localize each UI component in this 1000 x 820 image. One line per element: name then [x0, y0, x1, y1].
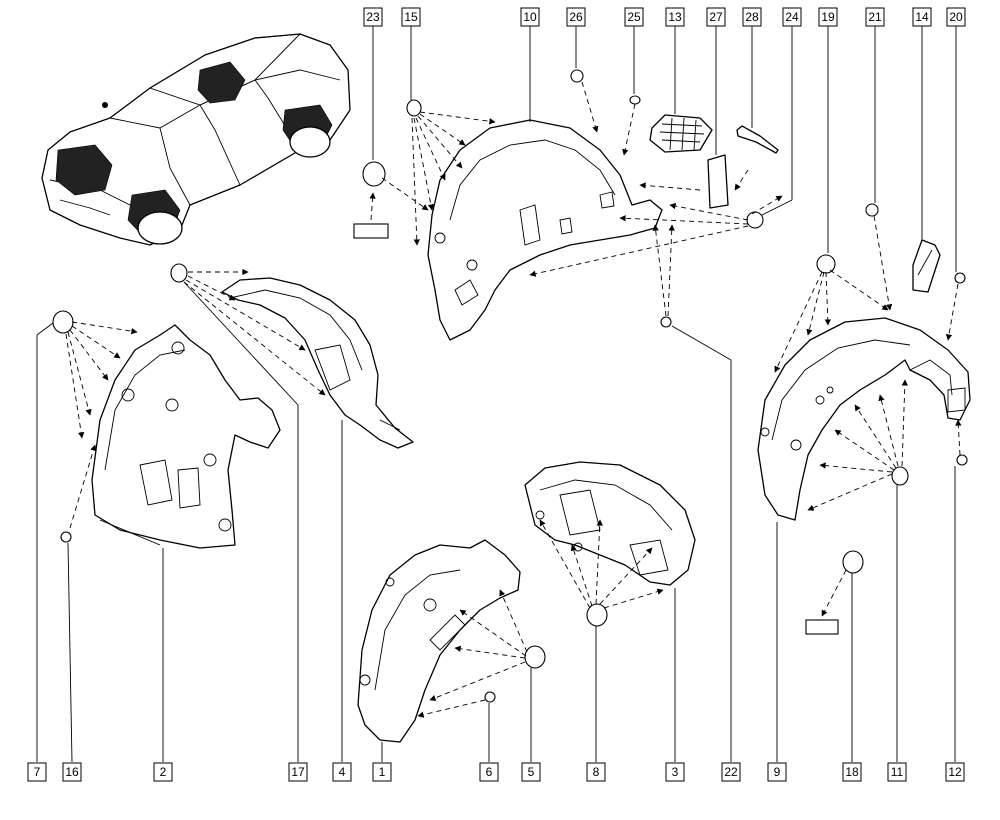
callout-20: 20 [946, 7, 966, 27]
callout-17: 17 [288, 762, 308, 782]
callout-6: 6 [479, 762, 499, 782]
callout-9-text: 9 [774, 765, 781, 779]
callout-7: 7 [27, 762, 47, 782]
callout-14-text: 14 [915, 10, 929, 24]
mounting-arrows [65, 81, 962, 718]
callout-7-text: 7 [34, 765, 41, 779]
fastener-18-clip [842, 550, 864, 574]
part-14-blanking-cover [912, 239, 941, 293]
pad-18 [805, 619, 839, 635]
part-3-wheel-arch-liner-upper-section [524, 461, 696, 586]
callout-13-text: 13 [668, 10, 682, 24]
callout-12-text: 12 [948, 765, 962, 779]
callout-13: 13 [665, 7, 685, 27]
callout-1-text: 1 [379, 765, 386, 779]
callout-8-text: 8 [593, 765, 600, 779]
fastener-25-screw [629, 95, 641, 105]
fastener-24-nut [746, 211, 764, 229]
callout-11: 11 [887, 762, 907, 782]
part-27-insulation-pad [707, 154, 729, 209]
callout-4-text: 4 [339, 765, 346, 779]
part-9-rear-wheel-arch-liner-right [757, 317, 971, 521]
callout-labels: 23 15 10 26 25 13 27 28 24 19 21 14 20 7… [27, 7, 966, 782]
callout-5: 5 [521, 762, 541, 782]
leader-lines [36, 25, 957, 763]
callout-19: 19 [818, 7, 838, 27]
callout-15-text: 15 [404, 10, 418, 24]
callout-25: 25 [624, 7, 644, 27]
callout-23-text: 23 [366, 10, 380, 24]
callout-11-text: 11 [891, 765, 904, 779]
callout-25-text: 25 [627, 10, 641, 24]
part-1-wheel-arch-liner-front-section [357, 539, 521, 743]
callout-27: 27 [706, 7, 726, 27]
fastener-17-clip [170, 263, 188, 283]
callout-8: 8 [586, 762, 606, 782]
callout-21: 21 [865, 7, 885, 27]
callout-27-text: 27 [709, 10, 723, 24]
part-10-rear-wheel-arch-liner [427, 119, 663, 341]
callout-24-text: 24 [785, 10, 799, 24]
callout-6-text: 6 [486, 765, 493, 779]
fastener-12-screw [956, 454, 968, 466]
fastener-20-screw [954, 272, 966, 284]
fastener-5-clip [524, 645, 546, 669]
callout-3-text: 3 [672, 765, 679, 779]
fastener-11-clip [891, 466, 909, 486]
callout-2: 2 [153, 762, 173, 782]
callout-10-text: 10 [523, 10, 537, 24]
callout-26: 26 [566, 7, 586, 27]
fastener-16-screw [60, 531, 72, 543]
fastener-6-screw [484, 691, 496, 703]
part-2-front-wheel-arch-liner-left [91, 324, 281, 549]
callout-14: 14 [912, 7, 932, 27]
callout-10: 10 [520, 7, 540, 27]
callout-19-text: 19 [821, 10, 835, 24]
car-overview-illustration [41, 33, 351, 246]
callout-18: 18 [842, 762, 862, 782]
part-13-ventilation-grille [649, 114, 713, 153]
callout-9: 9 [767, 762, 787, 782]
callout-22: 22 [721, 762, 741, 782]
callout-16: 16 [62, 762, 82, 782]
callout-2-text: 2 [160, 765, 167, 779]
callout-28-text: 28 [745, 10, 759, 24]
callout-22-text: 22 [724, 765, 738, 779]
fasteners [52, 69, 968, 703]
callout-20-text: 20 [949, 10, 963, 24]
callout-23: 23 [363, 7, 383, 27]
fastener-15-clip [406, 99, 422, 117]
callout-15: 15 [401, 7, 421, 27]
callout-24: 24 [782, 7, 802, 27]
fastener-7-clip [52, 310, 74, 334]
fastener-26-screw [570, 69, 584, 83]
callout-21-text: 21 [868, 10, 882, 24]
front-right-wheel-arch-highlight [197, 61, 246, 104]
callout-26-text: 26 [569, 10, 583, 24]
part-4-front-wheel-arch-liner-rear-section [221, 277, 414, 449]
fastener-23-clip [362, 161, 386, 187]
callout-4: 4 [332, 762, 352, 782]
callout-3: 3 [665, 762, 685, 782]
front-left-wheel-arch-highlight [55, 144, 113, 196]
fastener-21-screw [865, 203, 879, 217]
callout-28: 28 [742, 7, 762, 27]
fastener-22-screw [660, 316, 672, 328]
callout-16-text: 16 [65, 765, 79, 779]
part-28-rivet [736, 125, 779, 154]
callout-12: 12 [945, 762, 965, 782]
callout-1: 1 [372, 762, 392, 782]
fastener-8-clip [586, 603, 608, 627]
callout-5-text: 5 [528, 765, 535, 779]
fastener-19-nut [816, 254, 836, 274]
callout-18-text: 18 [845, 765, 859, 779]
pad-23 [353, 223, 389, 239]
callout-17-text: 17 [291, 765, 305, 779]
